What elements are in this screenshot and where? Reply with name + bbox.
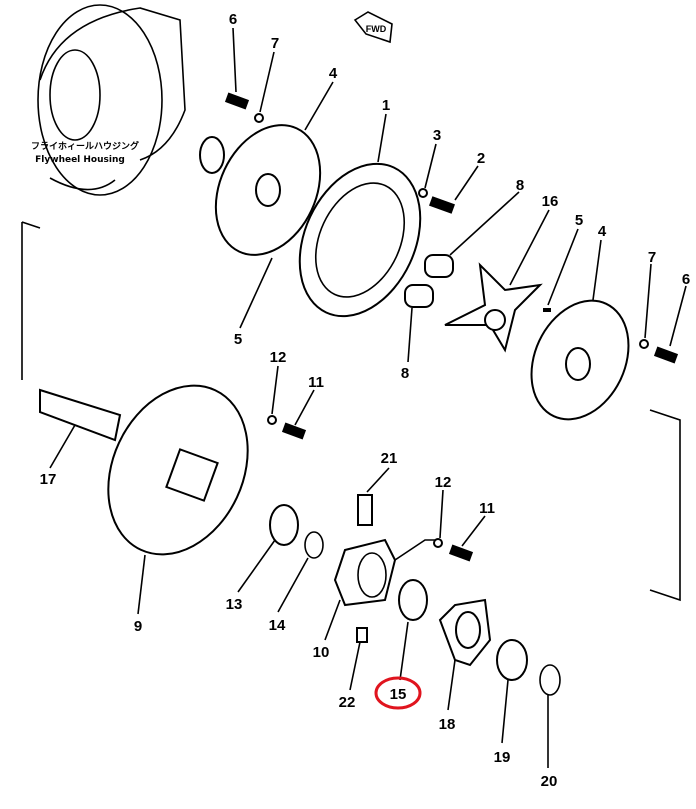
snap-ring [304, 531, 324, 559]
callout-5: 5 [575, 212, 583, 229]
bushing [404, 284, 434, 308]
washer [267, 415, 277, 425]
bearing [269, 504, 299, 546]
callout-1: 1 [382, 97, 390, 114]
bolt [281, 422, 307, 440]
bolt [448, 544, 474, 562]
washer [433, 538, 443, 548]
callout-15: 15 [390, 686, 407, 703]
callout-18: 18 [439, 716, 456, 733]
callout-11: 11 [308, 374, 324, 391]
highlight-circle [374, 676, 422, 710]
callout-20: 20 [541, 773, 558, 790]
callout-19: 19 [494, 749, 511, 766]
snap-ring [539, 664, 561, 696]
oil-seal [398, 579, 428, 621]
callout-4: 4 [598, 223, 607, 240]
washer [254, 113, 264, 123]
callout-10: 10 [313, 644, 330, 661]
callout-8: 8 [401, 365, 409, 382]
callout-14: 14 [269, 617, 286, 634]
bearing [199, 136, 225, 174]
fwd-label: FWD [366, 24, 387, 34]
leader-lines [49, 27, 687, 768]
callout-22: 22 [339, 694, 356, 711]
plug [356, 627, 368, 643]
callout-5: 5 [234, 331, 242, 348]
input-shaft [39, 388, 122, 442]
callout-7: 7 [271, 35, 279, 52]
callout-9: 9 [134, 618, 142, 635]
callout-6: 6 [229, 11, 237, 28]
callout-11: 11 [479, 500, 495, 517]
bolt [653, 346, 679, 364]
bolt [224, 92, 250, 110]
callout-13: 13 [226, 596, 243, 613]
fwd-arrow-icon: FWD [353, 11, 393, 44]
plate-hole [255, 173, 281, 207]
callout-16: 16 [542, 193, 559, 210]
housing-caption-jp: フライホィールハウジング [31, 140, 139, 152]
flywheel-housing [37, 4, 186, 196]
spider-coupling [444, 262, 543, 353]
callout-12: 12 [270, 349, 287, 366]
washer [418, 188, 428, 198]
bolt [429, 196, 455, 214]
housing-caption-en: Flywheel Housing [35, 155, 125, 165]
callout-4: 4 [329, 65, 338, 82]
callout-21: 21 [381, 450, 398, 467]
callout-7: 7 [648, 249, 656, 266]
callout-6: 6 [682, 271, 690, 288]
coupling-disc [298, 162, 422, 318]
callout-3: 3 [433, 127, 441, 144]
callout-17: 17 [40, 471, 57, 488]
cap [496, 639, 528, 681]
callout-12: 12 [435, 474, 452, 491]
callout-8: 8 [516, 177, 524, 194]
bushing [424, 254, 454, 278]
breather [357, 494, 373, 526]
callout-2: 2 [477, 150, 485, 167]
washer [639, 339, 649, 349]
